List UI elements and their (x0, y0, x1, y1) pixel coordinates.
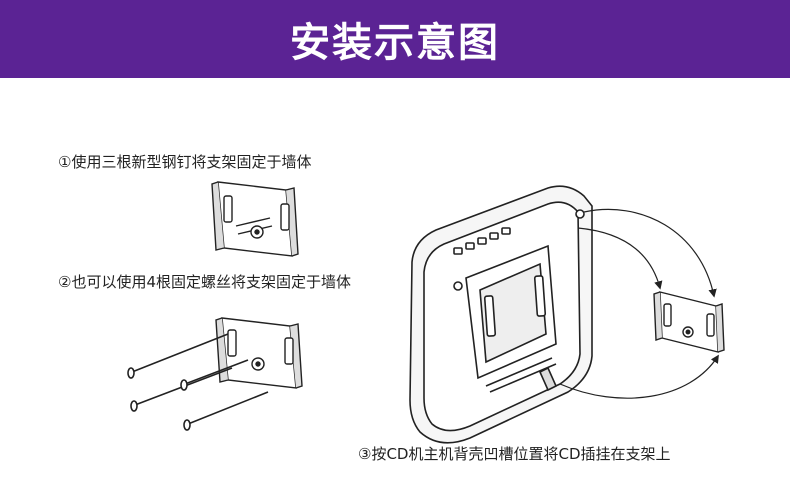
front-buttons (453, 227, 511, 255)
wall-bracket-step2 (215, 317, 303, 389)
wall-bracket-step3 (653, 291, 725, 353)
step-3-caption: ③按CD机主机背壳凹槽位置将CD插挂在支架上 (358, 445, 671, 463)
screws (127, 333, 269, 431)
cd-player-device (409, 185, 593, 444)
page-title: 安装示意图 (290, 20, 500, 66)
wall-bracket-step1 (211, 181, 299, 257)
step-1-caption: ①使用三根新型钢钉将支架固定于墙体 (58, 153, 312, 171)
header-banner: 安装示意图 (0, 0, 790, 78)
step-2-caption: ②也可以使用4根固定螺丝将支架固定于墙体 (58, 273, 351, 291)
motion-arrows (559, 208, 719, 399)
